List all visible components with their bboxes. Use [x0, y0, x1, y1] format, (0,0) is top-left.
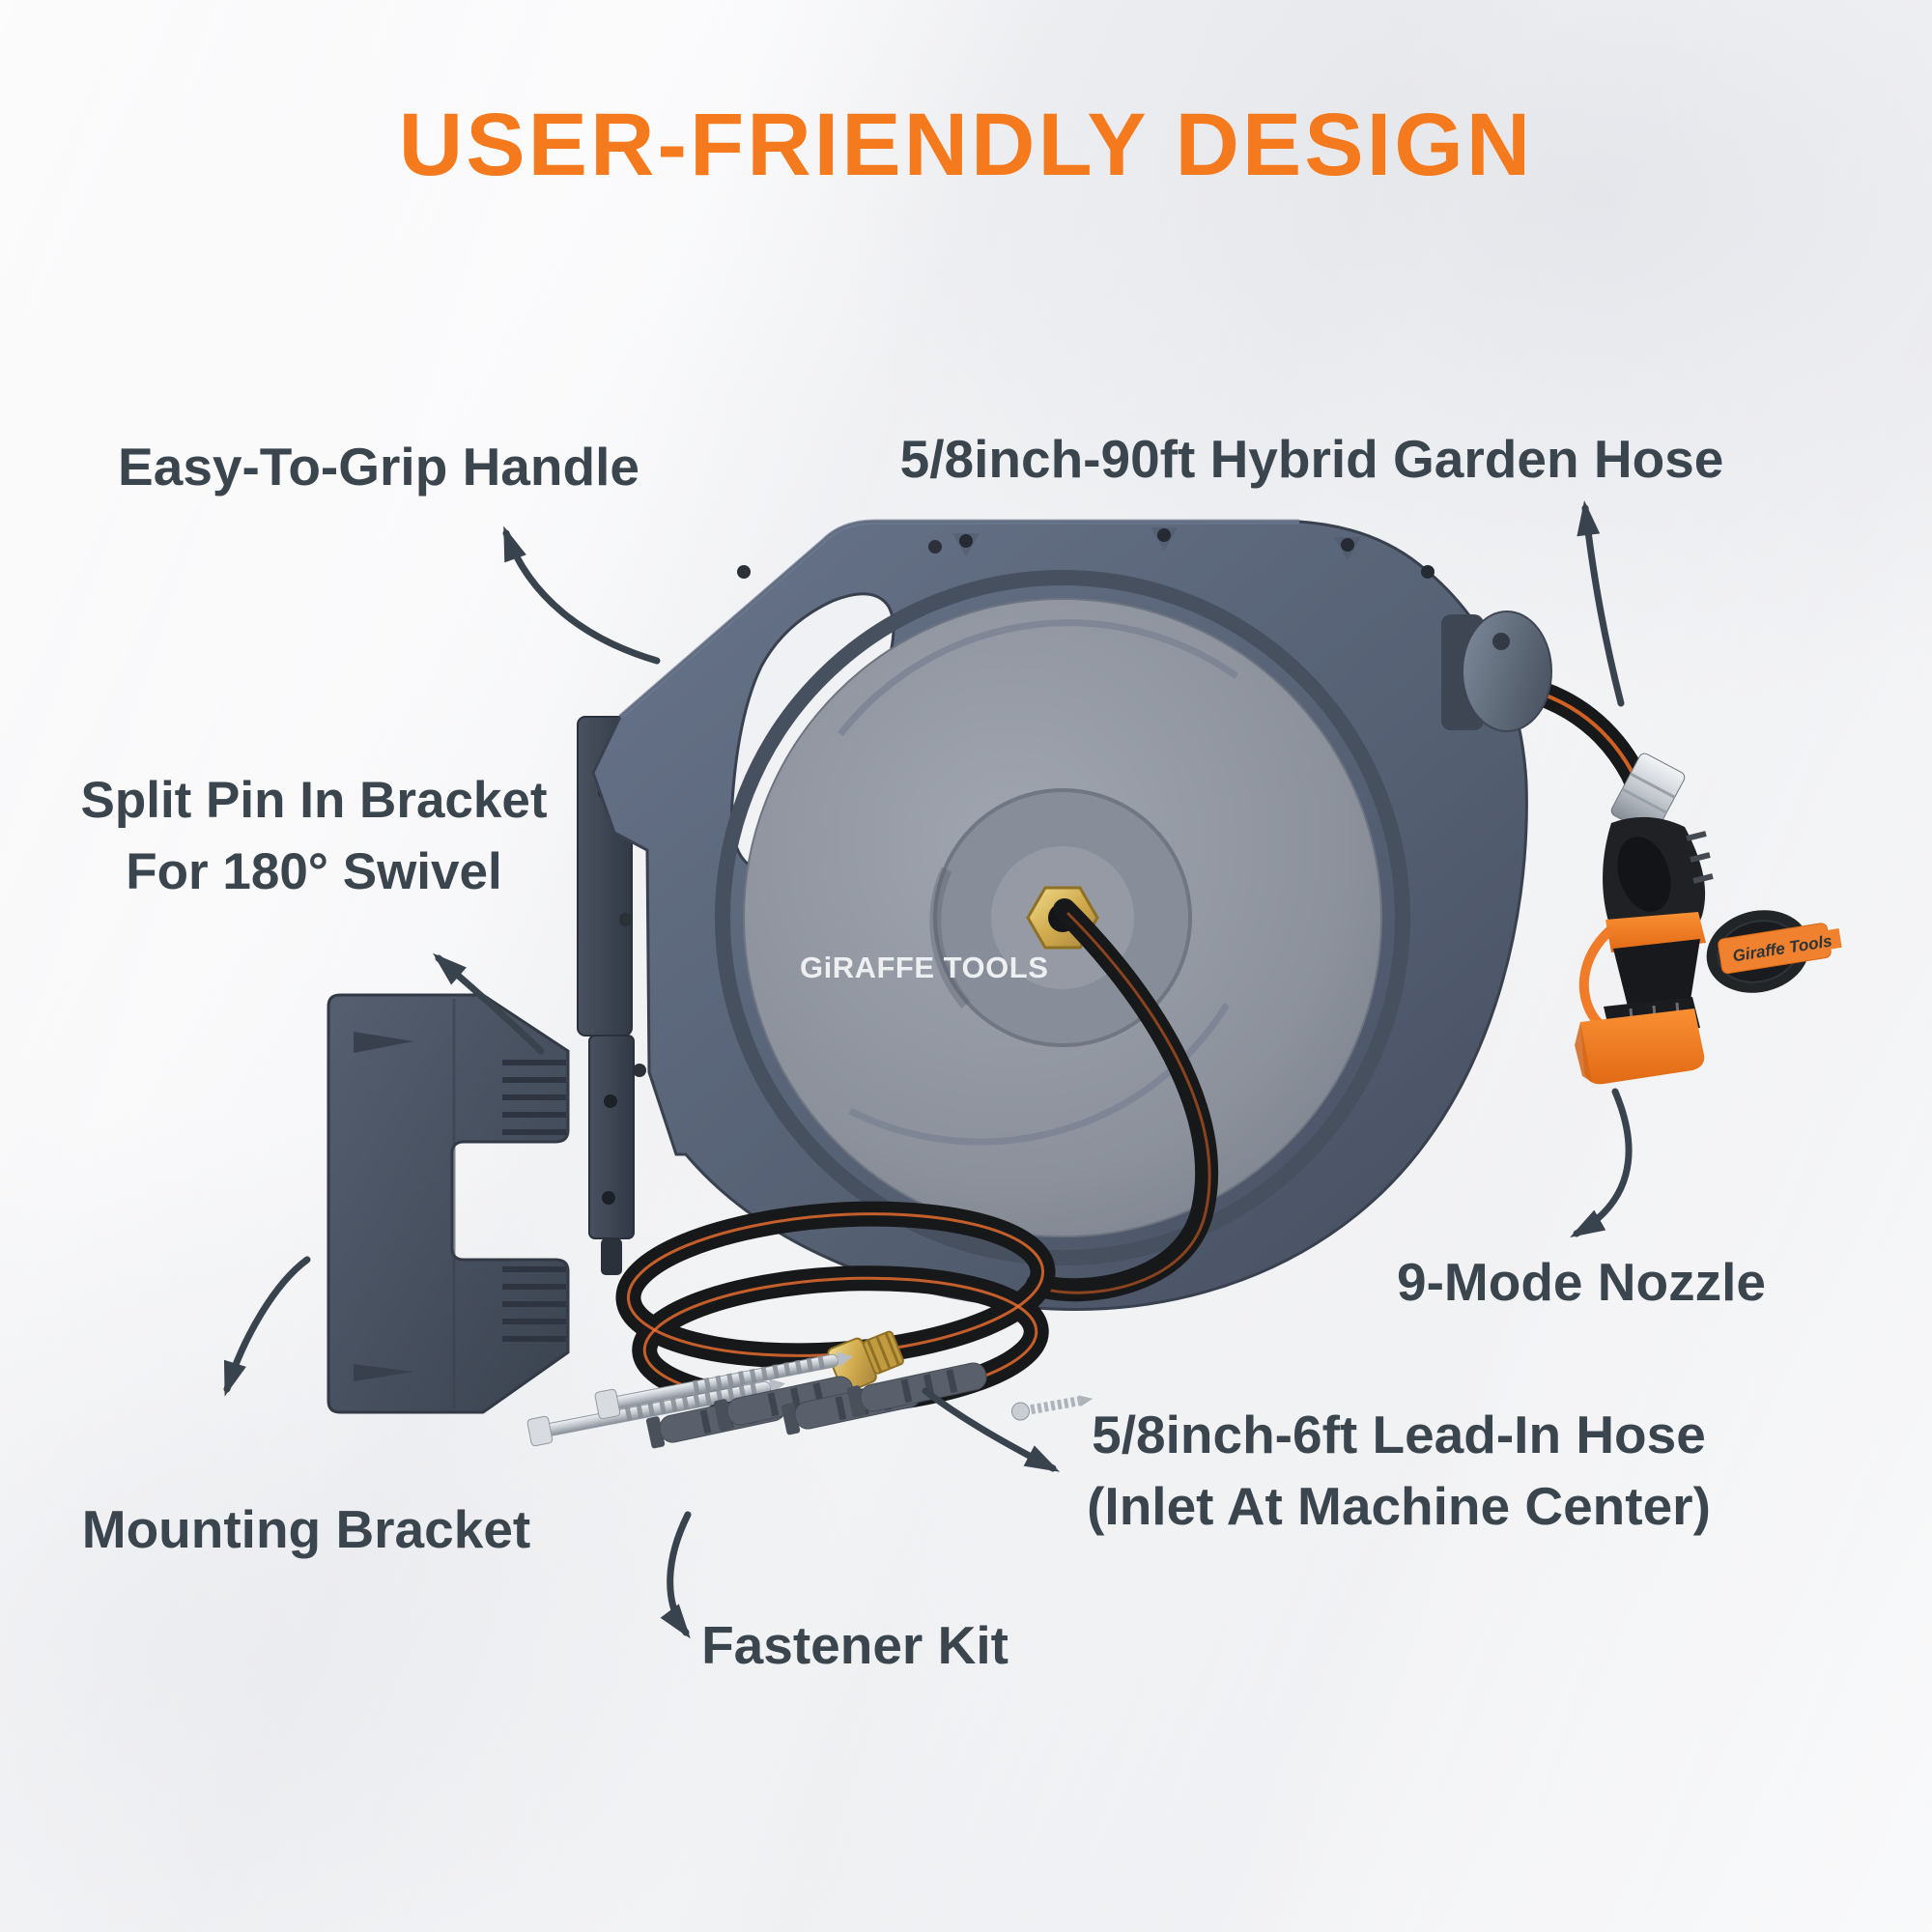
- arrow-lead-in-hose: [922, 1387, 1061, 1472]
- split-pin: [601, 1238, 622, 1275]
- nozzle-head: [1580, 1009, 1705, 1085]
- callout-lead-in-line1: 5/8inch-6ft Lead-In Hose: [1092, 1405, 1706, 1464]
- spray-nozzle: Giraffe Tools: [1575, 816, 1842, 1085]
- annotation-arrows: [223, 500, 1633, 1639]
- nozzle-brand-tag: Giraffe Tools: [1718, 923, 1842, 975]
- callout-nozzle-text: 9-Mode Nozzle: [1397, 1252, 1766, 1312]
- garden-hose-and-nozzle: Giraffe Tools: [1441, 611, 1842, 1085]
- mounting-bracket: [327, 993, 570, 1414]
- arrow-garden-hose: [1577, 500, 1625, 707]
- callout-split-pin-line1: Split Pin In Bracket: [80, 772, 548, 829]
- brand-text: GiRAFFE TOOLS: [800, 951, 1048, 984]
- page-title: USER-FRIENDLY DESIGN: [398, 96, 1534, 194]
- callout-garden-hose-text: 5/8inch-90ft Hybrid Garden Hose: [899, 429, 1724, 489]
- callout-fastener-kit: Fastener Kit: [701, 1609, 1009, 1681]
- callout-easy-to-grip-handle: Easy-To-Grip Handle: [118, 431, 639, 502]
- bracket-ribs-top: [502, 1060, 566, 1135]
- arrow-nozzle: [1570, 1088, 1633, 1237]
- callout-lead-in-hose: 5/8inch-6ft Lead-In Hose (Inlet At Machi…: [1087, 1399, 1711, 1542]
- arrow-easy-to-grip-handle: [502, 526, 661, 665]
- bracket-ribs-bottom: [502, 1266, 566, 1342]
- callout-lead-in-line2: (Inlet At Machine Center): [1087, 1476, 1711, 1536]
- callout-mounting-bracket: Mounting Bracket: [82, 1493, 530, 1565]
- housing-notches: [952, 527, 1435, 579]
- arrow-fastener-kit: [660, 1511, 692, 1639]
- callout-fastener-kit-text: Fastener Kit: [701, 1615, 1009, 1675]
- callout-split-pin: Split Pin In Bracket For 180° Swivel: [80, 765, 547, 908]
- callout-garden-hose: 5/8inch-90ft Hybrid Garden Hose: [900, 423, 1724, 495]
- small-screw: [1010, 1395, 1094, 1421]
- callout-mounting-bracket-text: Mounting Bracket: [81, 1499, 531, 1559]
- screw: [594, 1351, 854, 1420]
- arrow-split-pin: [433, 952, 545, 1055]
- housing-screw-dots: [619, 540, 942, 1077]
- callout-nozzle: 9-Mode Nozzle: [1397, 1246, 1766, 1318]
- callout-split-pin-line2: For 180° Swivel: [126, 843, 502, 900]
- arrow-mounting-bracket: [223, 1256, 311, 1397]
- wall-anchors: [645, 1362, 987, 1449]
- callout-handle-text: Easy-To-Grip Handle: [118, 437, 639, 497]
- fastener-kit: [526, 1351, 1094, 1449]
- hose-guide-roller: [1441, 611, 1552, 732]
